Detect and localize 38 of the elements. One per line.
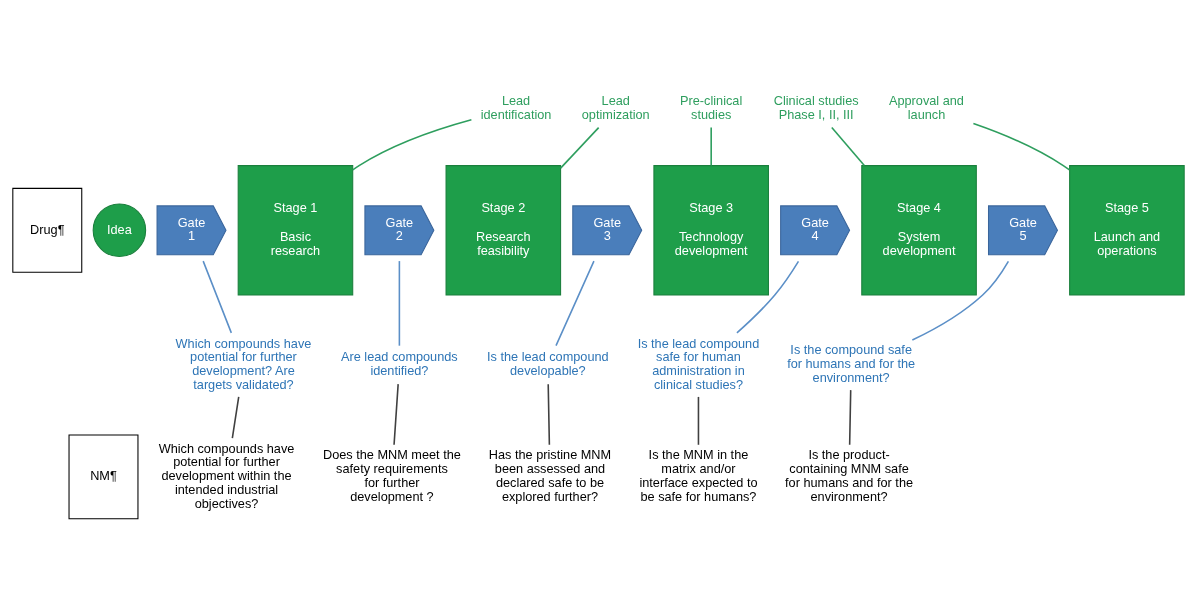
node-box: Stage 1 Basic research [237,165,354,296]
connector [398,260,401,347]
node-text: Approval and launch [888,92,964,122]
node-text: Is the lead compound developable? [487,349,609,379]
node-text: Are lead compounds identified? [341,349,458,379]
node-text: Clinical studies Phase I, II, III [773,92,859,122]
node-text: Lead identification [480,92,552,122]
connector [697,396,700,446]
connector [231,396,240,439]
node-box: Stage 5 Launch and operations [1069,165,1185,296]
node-text: Which compounds have potential for further development within the intended industrial objectives? [158,440,295,511]
node-text: Is the product-containing MNM safe for humans and for the environment? [785,447,914,504]
node-text: Is the lead compound safe for human administration in clinical studies? [637,335,760,392]
connector [393,383,399,446]
node-text: Which compounds have potential for further development? Are targets validated? [175,335,312,392]
connector [972,122,1071,171]
node-box: Drug¶ [12,187,83,273]
connector [547,383,551,446]
node-box: Stage 4 System development [861,165,977,296]
node-text: Pre-clinical studies [680,92,743,122]
connector [710,126,712,167]
node-text: Lead optimization [581,92,650,122]
node-circle: Idea [92,203,147,258]
node-box: Stage 3 Technology development [653,165,769,296]
connector [352,118,473,171]
connector [559,126,600,169]
node-text: Does the MNM meet the safety requirements for further development ? [323,447,461,504]
connector [831,126,866,167]
connector [202,260,233,334]
node-text: Is the compound safe for humans and for the environment? [787,342,916,386]
node-box: Stage 2 Research feasibility [445,165,562,296]
connector [555,260,595,347]
node-box: NM¶ [68,434,139,520]
connector [848,389,852,446]
connector [911,260,1010,341]
node-text: Is the MNM in the matrix and/or interface expected to be safe for humans? [639,447,758,504]
node-text: Has the pristine MNM been assessed and declared safe to be explored further? [488,447,612,504]
connector [736,260,800,334]
